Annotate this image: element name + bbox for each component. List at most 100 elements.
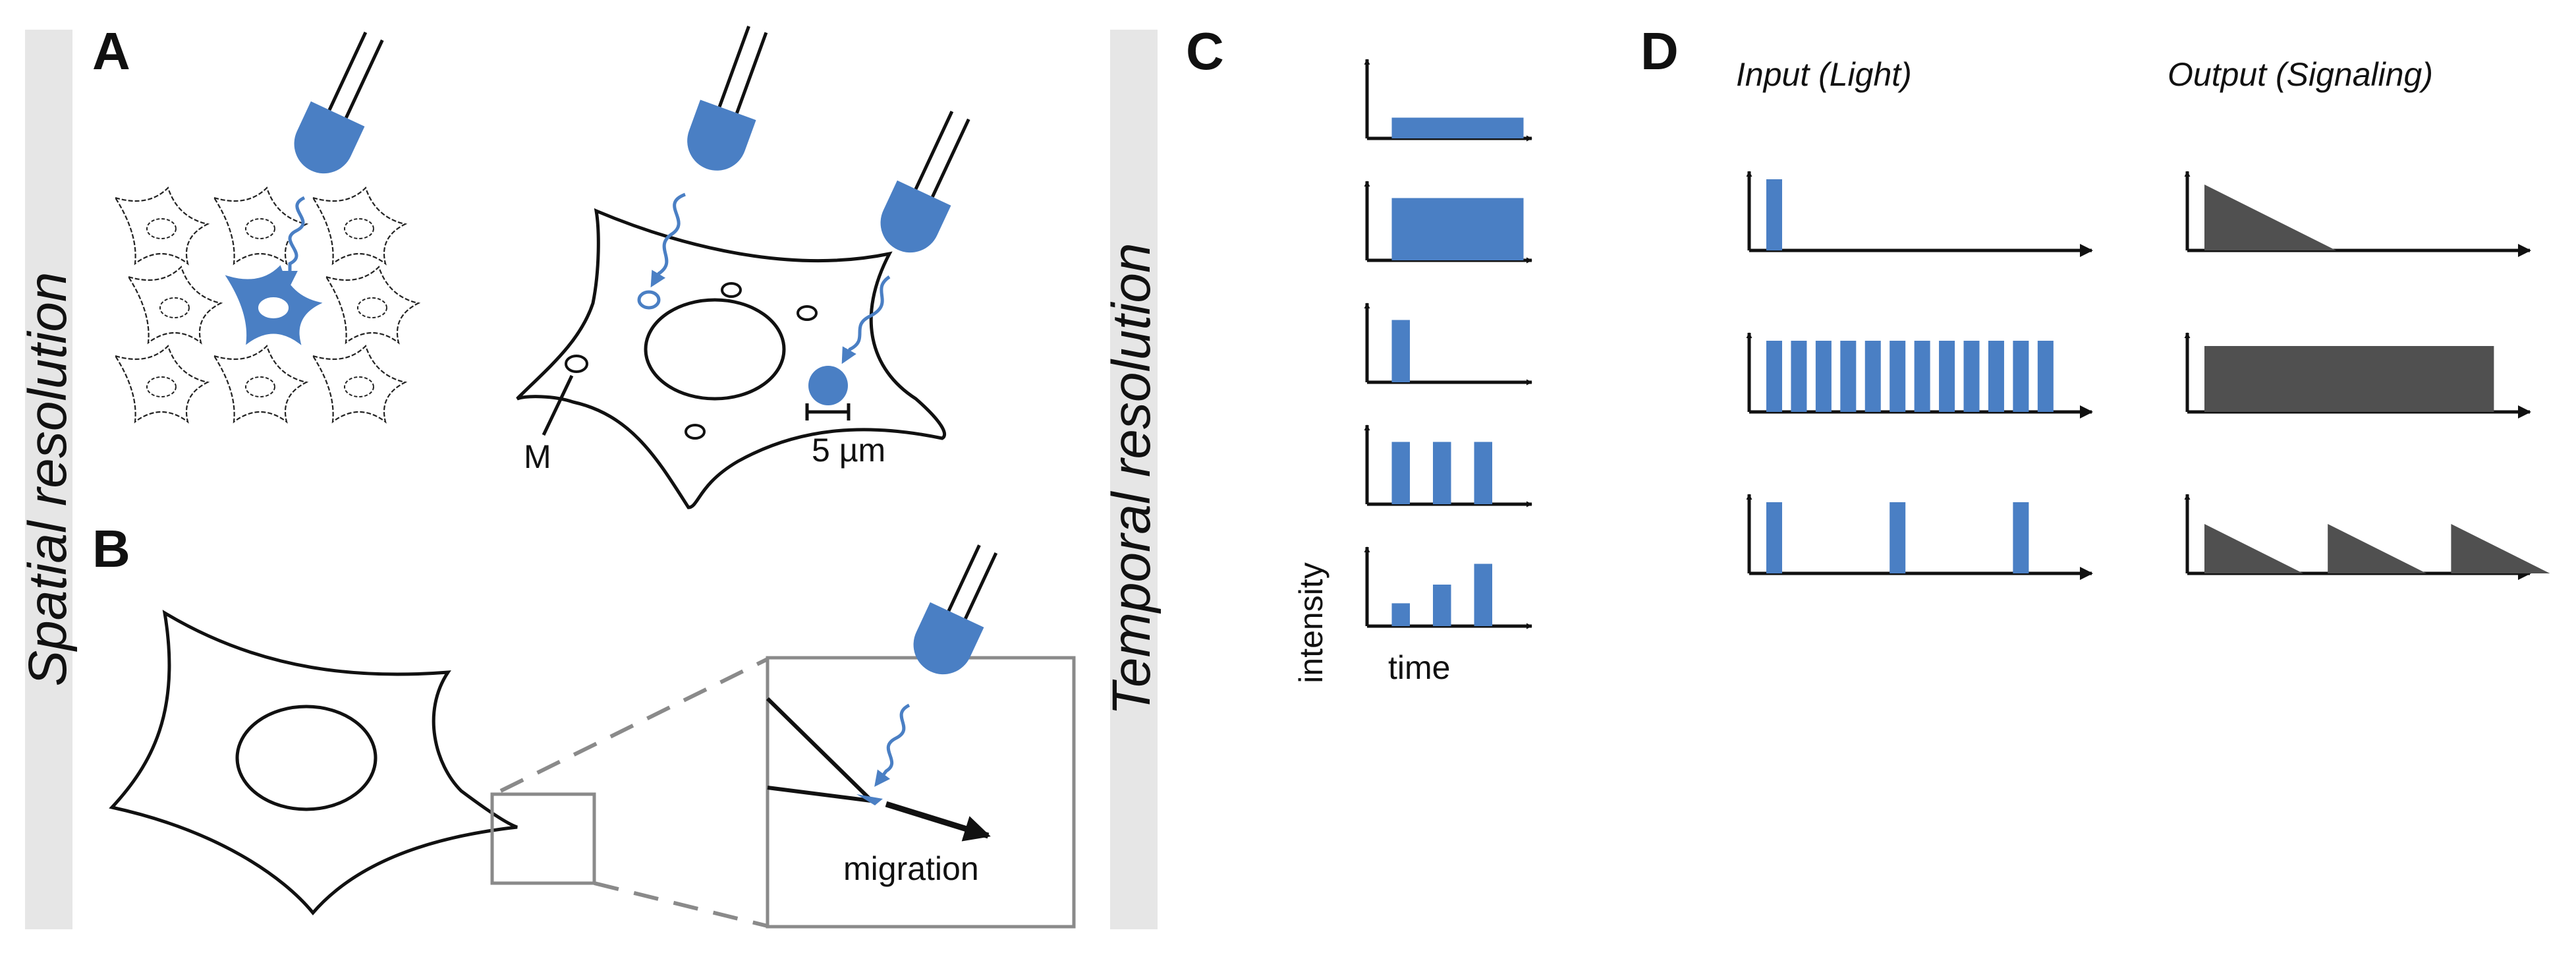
mitochondrion <box>685 424 706 440</box>
photon-squiggle-icon <box>874 703 910 787</box>
tissue-cell <box>126 265 223 345</box>
light-pulse <box>1963 341 1980 412</box>
mitochondrion <box>797 305 818 321</box>
photon-squiggle-icon <box>841 275 891 364</box>
output-signaling-plot <box>2184 171 2531 257</box>
light-pulse <box>1914 341 1930 412</box>
temporal-resolution-band <box>1110 30 1158 929</box>
migration-arrow <box>885 801 991 842</box>
input-light-plot <box>1746 332 2093 419</box>
light-pulse <box>1890 341 1906 412</box>
panel-a-letter: A <box>92 22 130 80</box>
light-pulse <box>1391 198 1524 260</box>
panel-b-letter: B <box>92 519 130 578</box>
tissue-cell <box>212 344 309 424</box>
tissue-cell-nucleus <box>357 297 387 318</box>
light-pulse <box>1391 320 1410 382</box>
light-pulse <box>2037 341 2054 412</box>
tissue-cell-nucleus <box>245 218 275 239</box>
cell-tissue-grid <box>113 186 421 424</box>
panel-a: M 5 µm <box>113 26 970 509</box>
tissue-cell-nucleus <box>159 297 190 318</box>
panel-c-y-label: intensity <box>1293 562 1330 683</box>
light-pulse <box>1840 341 1857 412</box>
light-pulse <box>2013 341 2029 412</box>
light-pulse <box>1391 603 1410 626</box>
mitochondrion <box>565 355 588 373</box>
tissue-cell-nucleus <box>344 376 374 397</box>
output-signaling-plot <box>2184 494 2550 580</box>
migration-label: migration <box>843 850 979 887</box>
spatial-resolution-band <box>25 30 72 929</box>
tissue-cell-nucleus <box>245 376 275 397</box>
signal-decay <box>2204 524 2303 573</box>
tissue-cell-nucleus <box>146 376 177 397</box>
tissue-cell-nucleus <box>344 218 374 239</box>
mitochondrion <box>721 282 742 298</box>
panel-d-input-header: Input (Light) <box>1736 56 1912 93</box>
panel-d-output-header: Output (Signaling) <box>2168 56 2433 93</box>
temporal-resolution-label: Temporal resolution <box>1102 243 1162 715</box>
migrating-cell-nucleus <box>235 705 378 811</box>
spatial-resolution-label: Spatial resolution <box>18 272 78 686</box>
tissue-cell-nucleus <box>146 218 177 239</box>
light-pulse <box>1766 179 1782 250</box>
zoom-region-box <box>490 792 596 885</box>
photon-squiggle-icon <box>650 192 686 288</box>
panel-c-letter: C <box>1186 22 1224 80</box>
light-pulse <box>1864 341 1881 412</box>
input-light-plot <box>1746 494 2093 580</box>
tissue-cell-nucleus <box>258 297 289 318</box>
light-pulse <box>1766 341 1782 412</box>
scale-bar-label: 5 µm <box>812 432 885 469</box>
output-signaling-plot <box>2184 332 2531 419</box>
led-light-source-icon <box>294 32 384 174</box>
tissue-cell <box>311 186 408 266</box>
targeted-organelle <box>637 290 661 310</box>
cell-nucleus <box>644 298 786 401</box>
zoom-guide-line <box>499 657 769 793</box>
photon-squiggle-icon <box>282 196 306 287</box>
organelle-pointer-line <box>542 374 574 436</box>
tissue-cell <box>113 344 210 424</box>
light-pulse <box>1815 341 1832 412</box>
organelle-label: M <box>524 438 551 475</box>
light-pulse <box>1391 117 1524 138</box>
cell-outline <box>516 208 947 509</box>
panel-b: migration <box>109 544 1076 929</box>
panel-c <box>1364 59 1532 629</box>
led-light-source-icon <box>687 26 768 171</box>
zoom-guide-line <box>594 881 768 928</box>
panel-c-x-label: time <box>1388 649 1450 686</box>
panel-d-letter: D <box>1640 22 1679 80</box>
tissue-cell <box>324 265 421 345</box>
light-pulse <box>1433 585 1451 626</box>
intensity-plot-pulse-train <box>1364 424 1532 507</box>
tissue-cell <box>311 344 408 424</box>
light-pulse <box>1766 502 1782 573</box>
illumination-spot <box>856 794 883 805</box>
light-pulse <box>1433 442 1451 504</box>
led-light-source-icon <box>913 544 998 675</box>
light-pulse <box>1939 341 1955 412</box>
light-pulse <box>1474 442 1492 504</box>
signal-decay <box>2328 524 2427 573</box>
tissue-cell <box>113 186 210 266</box>
tissue-cell <box>212 186 309 266</box>
led-light-source-icon <box>880 111 970 253</box>
migrating-cell-outline <box>109 610 518 915</box>
leading-edge-line <box>767 786 877 803</box>
signal-decay <box>2204 185 2336 250</box>
intensity-plot-high-continuous <box>1364 181 1532 264</box>
panel-d <box>1746 171 2550 580</box>
signal-decay <box>2451 524 2550 573</box>
intensity-plot-single-pulse <box>1364 303 1532 386</box>
light-pulse <box>1890 502 1906 573</box>
input-light-plot <box>1746 171 2093 257</box>
light-pulse <box>1988 341 2004 412</box>
intensity-plot-low-continuous <box>1364 59 1532 142</box>
light-pulse <box>2013 502 2029 573</box>
light-pulse <box>1474 564 1492 626</box>
intensity-plot-ramp-pulses <box>1364 546 1532 629</box>
